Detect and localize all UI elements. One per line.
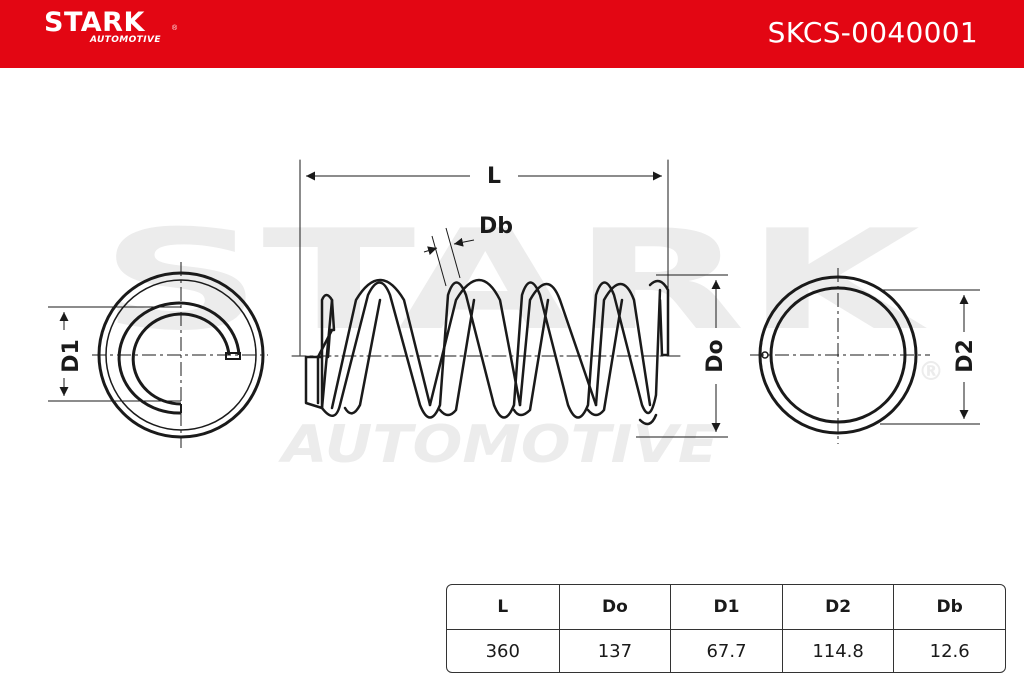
spec-value-l: 360: [485, 640, 520, 662]
spring-drawing: STARK AUTOMOTIVE ® D1: [48, 159, 980, 475]
label-d2: D2: [953, 339, 978, 373]
watermark-registered: ®: [918, 357, 944, 387]
spec-table-value-row: 360 137 67.7 114.8 12.6: [447, 630, 1005, 672]
spec-header-d2: D2: [781, 585, 894, 630]
dimension-do: [636, 274, 728, 438]
part-number: SKCS-0040001: [767, 16, 978, 49]
spec-header-d1: D1: [670, 585, 782, 630]
label-db: Db: [479, 214, 513, 239]
spec-header-db: Db: [893, 585, 1005, 630]
brand-name: STARK: [44, 7, 145, 38]
end-view-d2: [750, 268, 930, 444]
brand-subtitle: AUTOMOTIVE: [90, 35, 161, 45]
spec-header-do: Do: [558, 585, 671, 630]
spec-value-d1: 67.7: [670, 630, 782, 672]
spec-value-db: 12.6: [893, 630, 1005, 672]
spec-value-d2: 114.8: [781, 630, 894, 672]
label-do: Do: [703, 339, 728, 372]
spec-table: L Do D1 D2 Db 360 137 67.7 114.8 12.6: [446, 584, 1006, 673]
dimension-d1: [48, 306, 181, 402]
label-d1: D1: [59, 339, 84, 373]
spec-header-l: L: [447, 585, 559, 630]
spec-value-do: 137: [558, 630, 671, 672]
spring-side-view: [291, 159, 681, 426]
label-l: L: [487, 164, 501, 189]
dimension-db: [423, 227, 475, 287]
header-bar: STARK ® AUTOMOTIVE SKCS-0040001: [0, 0, 1024, 68]
brand-registered-mark: ®: [172, 25, 178, 32]
spec-table-header-row: L Do D1 D2 Db: [447, 585, 1005, 630]
dimension-d2: [880, 289, 980, 425]
watermark-automotive: AUTOMOTIVE: [277, 415, 718, 475]
watermark-stark: STARK: [100, 200, 928, 361]
brand-logo: STARK ® AUTOMOTIVE: [44, 7, 177, 46]
